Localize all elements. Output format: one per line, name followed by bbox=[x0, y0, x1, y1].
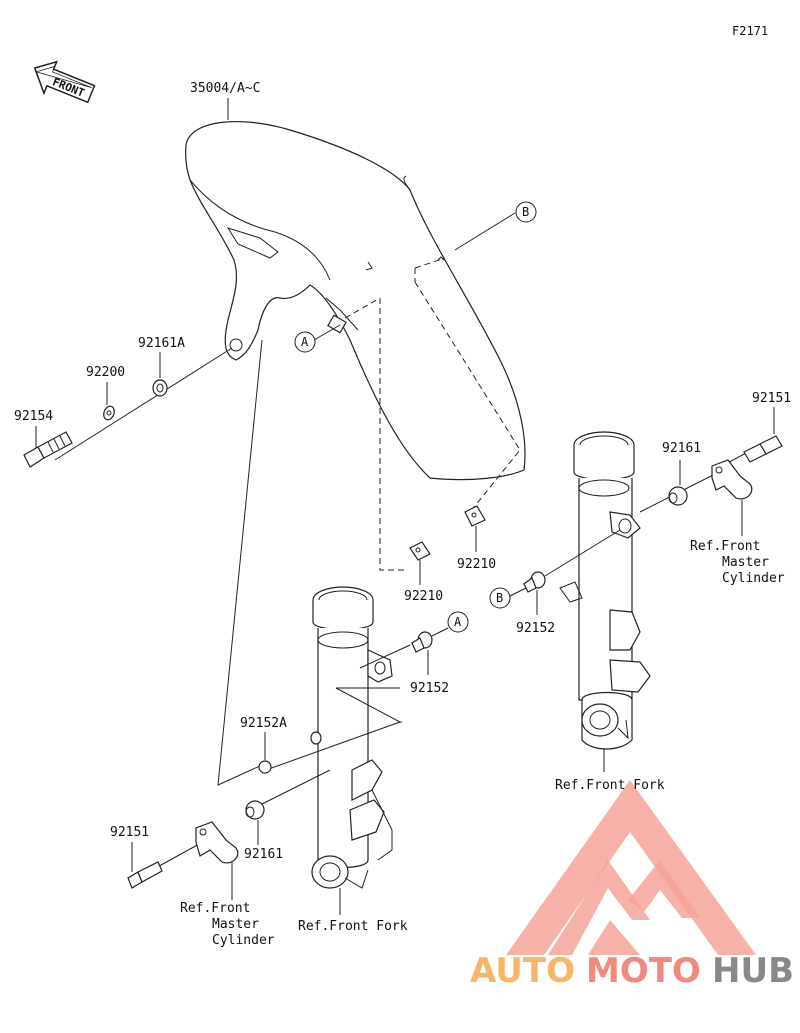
watermark-m-left bbox=[548, 860, 650, 955]
label-92152-b: 92152 bbox=[516, 621, 555, 636]
dash-center-top bbox=[344, 297, 381, 319]
right-front-fork bbox=[559, 431, 651, 750]
figure-code: F2171 bbox=[732, 24, 768, 38]
label-fender: 35004/A~C bbox=[190, 81, 260, 96]
screw-92151-left bbox=[127, 861, 163, 889]
watermark-moto: MOTO bbox=[586, 951, 701, 991]
collar-92161-right bbox=[668, 486, 688, 506]
label-92161A: 92161A bbox=[138, 336, 185, 351]
watermark-hub: HUB bbox=[712, 951, 794, 991]
collar-92161A bbox=[152, 379, 168, 397]
callout-b-2-label: B bbox=[496, 591, 503, 605]
callout-a bbox=[294, 331, 316, 353]
leader-callout-a2 bbox=[431, 627, 449, 637]
collar-92152A bbox=[258, 731, 322, 774]
front-fender bbox=[185, 121, 526, 481]
label-92161-right: 92161 bbox=[662, 441, 701, 456]
label-92152-a: 92152 bbox=[410, 681, 449, 696]
label-master-right-3: Cylinder bbox=[722, 571, 785, 586]
label-92151-right: 92151 bbox=[752, 391, 791, 406]
clip-92210-center bbox=[409, 541, 431, 561]
axis-92152-a bbox=[359, 644, 411, 669]
label-92161-lower: 92161 bbox=[244, 847, 283, 862]
callout-b-2 bbox=[489, 587, 511, 609]
callout-b-label: B bbox=[522, 205, 529, 219]
watermark-triangle-outer bbox=[506, 780, 756, 955]
label-master-right-2: Master bbox=[722, 555, 769, 570]
washer-92200 bbox=[103, 405, 115, 421]
dash-right bbox=[414, 257, 521, 513]
collar-92161-lower bbox=[245, 800, 265, 820]
watermark-m-inner bbox=[588, 920, 640, 955]
axis-92161-lower bbox=[261, 769, 331, 805]
axis-92152-b bbox=[544, 529, 621, 577]
watermark-auto: AUTO bbox=[470, 951, 575, 991]
label-ref-fork-right: Ref.Front Fork bbox=[555, 778, 665, 793]
leader-callout-b bbox=[454, 212, 516, 251]
route-line-2 bbox=[336, 687, 402, 723]
bracket-right bbox=[711, 459, 753, 500]
axis-left-bolt bbox=[54, 347, 233, 461]
label-master-left-2: Master bbox=[212, 917, 259, 932]
leader-callout-b2 bbox=[509, 587, 527, 597]
label-92210-center: 92210 bbox=[404, 589, 443, 604]
label-master-left-3: Cylinder bbox=[212, 933, 275, 948]
watermark-logo bbox=[506, 780, 756, 955]
label-master-left-1: Ref.Front bbox=[180, 901, 250, 916]
left-front-fork bbox=[311, 586, 393, 889]
bolt-92154 bbox=[23, 431, 73, 468]
leader-callout-a bbox=[313, 324, 341, 341]
bolt-92152-a bbox=[411, 631, 433, 653]
label-92154: 92154 bbox=[14, 409, 53, 424]
label-92200: 92200 bbox=[86, 365, 125, 380]
callout-a-2-label: A bbox=[454, 615, 462, 629]
watermark-m-center bbox=[628, 860, 700, 918]
clip-92210-right bbox=[464, 505, 486, 527]
label-ref-fork-left: Ref.Front Fork bbox=[298, 919, 408, 934]
bolt-92152-b bbox=[523, 571, 546, 593]
bracket-left bbox=[195, 821, 239, 864]
dash-center bbox=[379, 298, 405, 571]
label-92151-left: 92151 bbox=[110, 825, 149, 840]
callout-a-label: A bbox=[301, 335, 309, 349]
screw-92151-right bbox=[743, 435, 783, 463]
callout-a-2 bbox=[447, 611, 469, 633]
label-master-right-1: Ref.Front bbox=[690, 539, 760, 554]
label-92152A: 92152A bbox=[240, 716, 287, 731]
label-92210-right: 92210 bbox=[457, 557, 496, 572]
connector-left bbox=[217, 339, 263, 786]
callout-b bbox=[515, 201, 537, 223]
front-arrow-icon: FRONT bbox=[33, 60, 96, 104]
